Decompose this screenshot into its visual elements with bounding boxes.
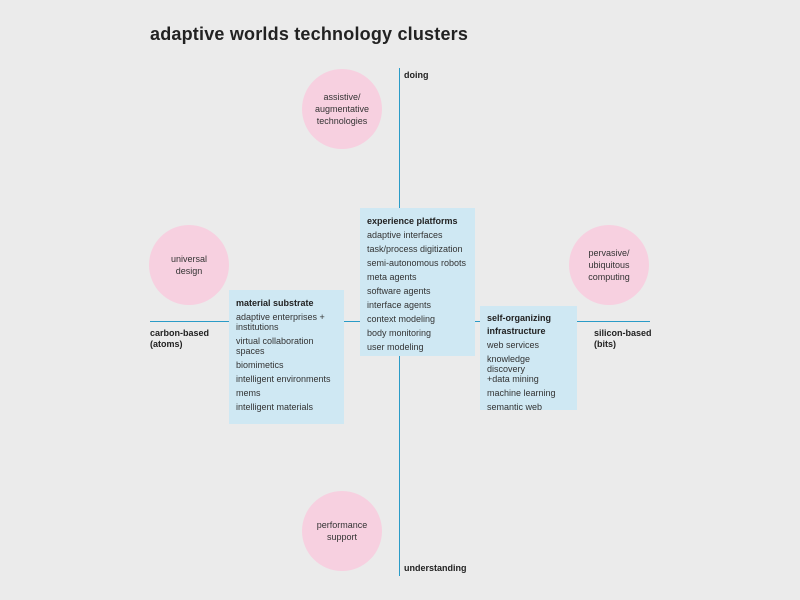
list-item: intelligent environments: [236, 374, 331, 384]
circle-pervasive-computing: pervasive/ ubiquitous computing: [569, 225, 649, 305]
list-item: mems: [236, 388, 261, 398]
axis-label-understanding: understanding: [404, 563, 467, 573]
list-item: body monitoring: [367, 328, 432, 338]
list-item: user modeling: [367, 342, 424, 352]
axis-label-carbon-based: carbon-based (atoms): [150, 328, 210, 349]
axis-label-silicon-based: silicon-based (bits): [594, 328, 652, 349]
circle-universal-design: universal design: [149, 225, 229, 305]
list-item: semi-autonomous robots: [367, 258, 467, 268]
list-item: intelligent materials: [236, 402, 314, 412]
list-item: meta agents: [367, 272, 417, 282]
list-item: adaptive enterprises + institutions: [236, 312, 325, 332]
box-material-substrate: material substrate adaptive enterprises …: [229, 290, 344, 424]
list-item: task/process digitization: [367, 244, 463, 254]
list-item: web services: [487, 340, 540, 350]
circle-performance-support: performance support: [302, 491, 382, 571]
axis-label-doing: doing: [404, 70, 429, 80]
box-title: self-organizing infrastructure: [487, 313, 552, 336]
box-experience-platforms: experience platforms adaptive interfaces…: [360, 208, 475, 356]
box-title: experience platforms: [367, 216, 458, 226]
list-item: machine learning: [487, 388, 556, 398]
diagram-title: adaptive worlds technology clusters: [150, 24, 469, 44]
list-item: adaptive interfaces: [367, 230, 443, 240]
list-item: biomimetics: [236, 360, 284, 370]
box-title: material substrate: [236, 298, 314, 308]
list-item: interface agents: [367, 300, 432, 310]
list-item: software agents: [367, 286, 431, 296]
list-item: virtual collaboration spaces: [236, 336, 314, 356]
box-self-organizing-infrastructure: self-organizing infrastructure web servi…: [480, 306, 577, 412]
list-item: knowledge discovery +data mining: [487, 354, 539, 384]
list-item: context modeling: [367, 314, 436, 324]
list-item: semantic web: [487, 402, 543, 412]
circle-assistive-technologies: assistive/ augmentative technologies: [302, 69, 382, 149]
